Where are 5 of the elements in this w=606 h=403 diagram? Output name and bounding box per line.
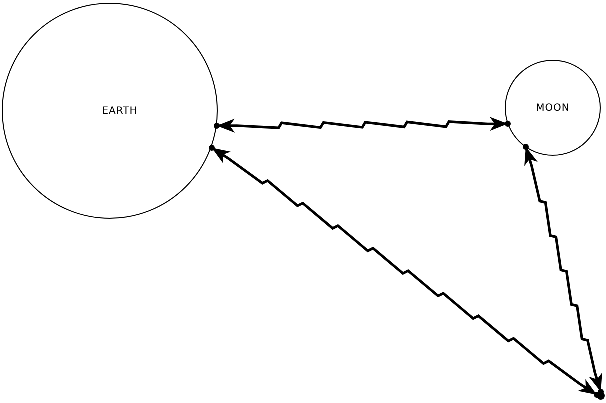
body-label: EARTH [102,106,138,116]
moon-circle [505,60,601,156]
body-label: MOON [536,102,570,114]
earth-circle [2,3,218,219]
point-dot [597,392,605,400]
